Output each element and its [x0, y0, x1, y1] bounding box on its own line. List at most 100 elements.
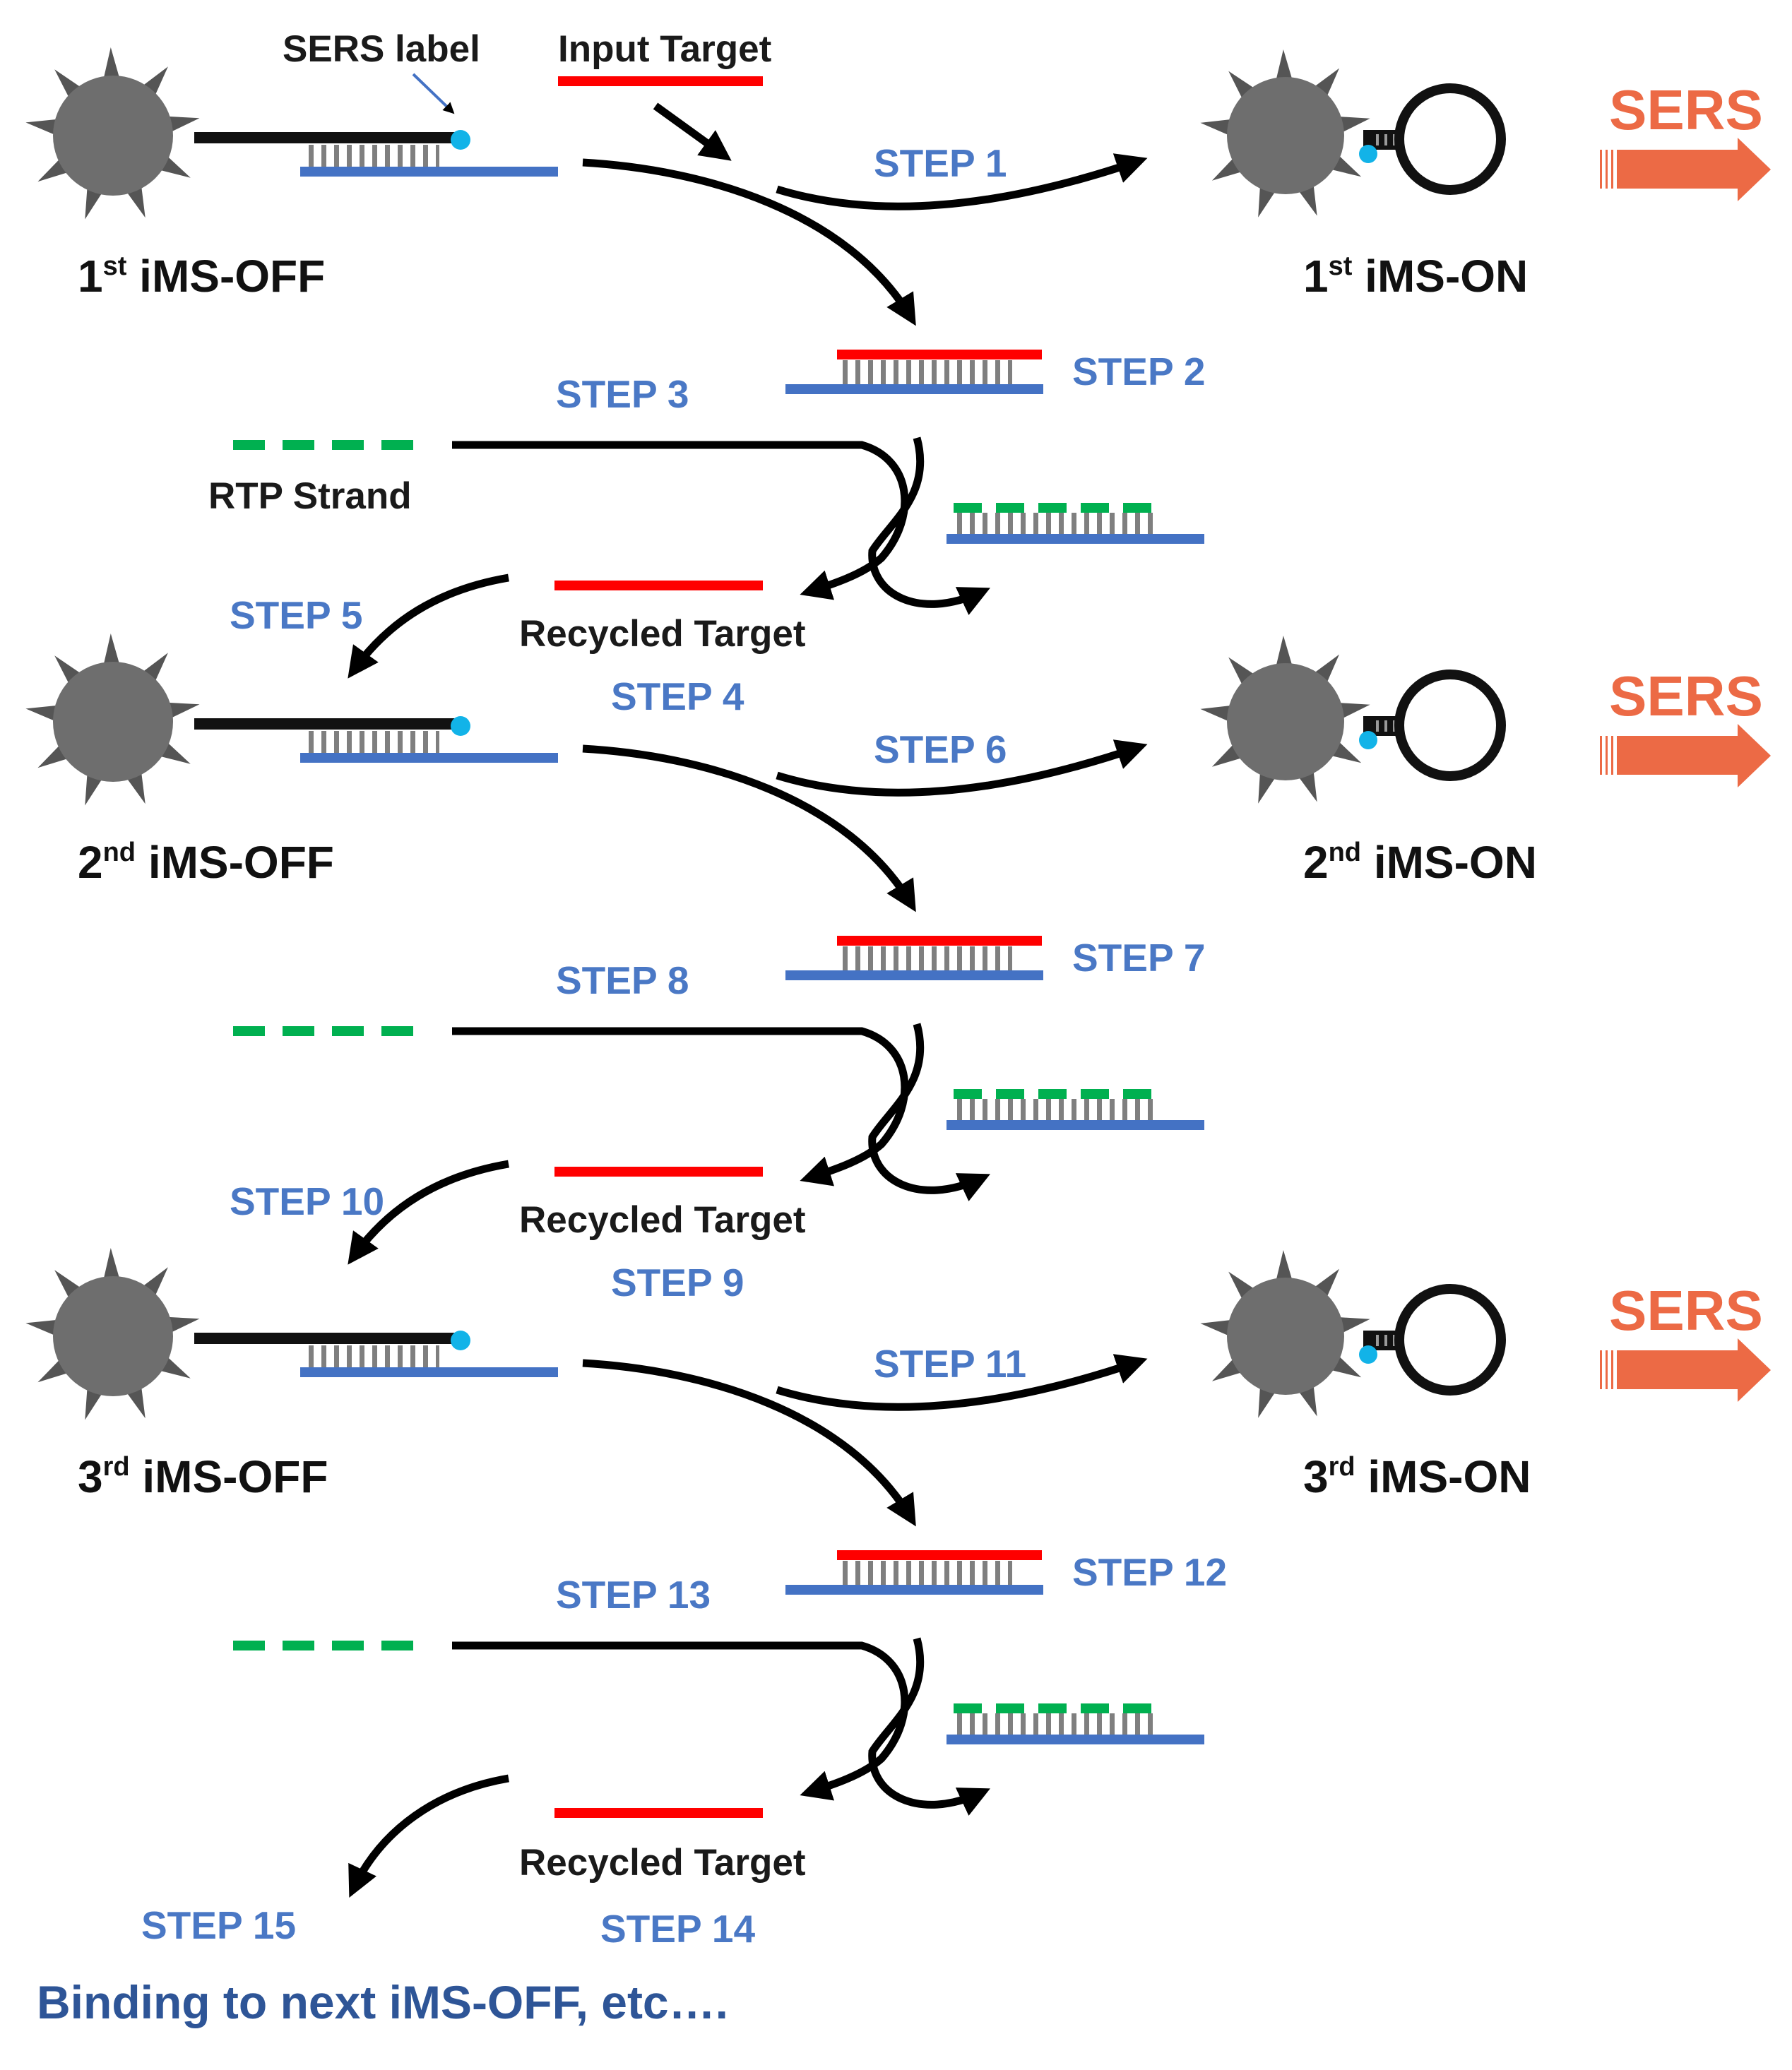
step-a-arrow-to-on — [776, 153, 1148, 210]
hairpin-stem-rungs — [1372, 720, 1396, 732]
nanoparticle-core — [53, 662, 173, 782]
step-a-label: STEP 6 — [874, 727, 1007, 771]
sers-arrow-icon — [1600, 724, 1771, 787]
sers-label-pointer — [412, 73, 455, 114]
ims-on-probe — [1200, 1250, 1506, 1418]
capture-strand — [785, 384, 1043, 394]
rtp-waste-duplex — [947, 503, 1204, 544]
step-a-arrow-to-duplex — [582, 744, 916, 912]
recycled-target-strand — [554, 1808, 763, 1818]
hairpin-stem-rungs — [1372, 1335, 1396, 1346]
step-c-arrow — [452, 1027, 909, 1186]
footer-caption: Binding to next iMS-OFF, etc…. — [37, 1976, 728, 2028]
hairpin-icon — [1394, 83, 1506, 195]
ims-off-ordinal: rd — [103, 1452, 130, 1482]
step-d-label: STEP 14 — [600, 1907, 756, 1951]
step-c-arrow — [452, 441, 909, 600]
ims-off-suffix: iMS-OFF — [136, 837, 334, 888]
step-c-arrow — [452, 1641, 909, 1801]
sers-output-label: SERS — [1609, 1279, 1763, 1342]
ims-off-title: 1st iMS-OFF — [78, 251, 325, 302]
ims-off-suffix: iMS-OFF — [126, 251, 325, 302]
recycled-target-caption: Recycled Target — [519, 1842, 806, 1884]
ims-on-suffix: iMS-ON — [1361, 837, 1537, 888]
capture-strand — [785, 970, 1043, 980]
ims-off-title: 3rd iMS-OFF — [78, 1451, 328, 1502]
input-target-caption: Input Target — [558, 28, 771, 70]
nanoparticle-core — [1227, 663, 1344, 780]
ims-off-capture-strand — [300, 167, 558, 177]
ims-on-ordinal: st — [1329, 251, 1353, 281]
step-e-arrow — [348, 1160, 509, 1265]
step-e-label: STEP 15 — [141, 1903, 296, 1947]
ims-on-title: 3rd iMS-ON — [1303, 1451, 1531, 1502]
sers-label-dot-icon — [1359, 145, 1377, 163]
ims-on-number: 2 — [1303, 837, 1329, 888]
ims-off-number: 2 — [78, 837, 103, 888]
ims-on-probe — [1200, 636, 1506, 804]
ims-on-suffix: iMS-ON — [1352, 251, 1528, 302]
sers-arrow-icon — [1600, 1338, 1771, 1402]
step-e-arrow — [348, 1774, 509, 1898]
sers-arrow-icon — [1600, 138, 1771, 201]
nanoparticle-core — [53, 1276, 173, 1396]
recycled-target-caption: Recycled Target — [519, 613, 806, 655]
input-target-strand — [558, 76, 763, 86]
sers-label-caption: SERS label — [283, 28, 480, 70]
step-d-label: STEP 9 — [611, 1261, 744, 1304]
target-duplex-rungs — [843, 946, 1012, 975]
hairpin-icon — [1394, 670, 1506, 781]
ims-on-probe — [1200, 49, 1506, 218]
sers-label-dot-icon — [1359, 1345, 1377, 1364]
step-b-label: STEP 2 — [1072, 350, 1206, 393]
sers-label-dot-icon — [451, 1331, 470, 1350]
step-a-arrow-to-duplex — [582, 1359, 916, 1527]
nanoparticle-core — [1227, 77, 1344, 194]
rtp-strand — [233, 1641, 413, 1650]
target-strand — [837, 1550, 1042, 1560]
step-a-arrow-to-on — [776, 739, 1148, 797]
step-c-release-arrow — [868, 436, 990, 615]
hairpin-stem-rungs — [1372, 134, 1396, 145]
ims-off-capture-strand — [300, 753, 558, 763]
target-duplex-rungs — [843, 360, 1012, 388]
step-e-label: STEP 5 — [230, 593, 363, 637]
ims-off-ordinal: st — [103, 251, 127, 281]
input-target-arrow — [653, 102, 732, 161]
sers-label-dot-icon — [451, 716, 470, 736]
recycled-target-strand — [554, 581, 763, 590]
ims-off-probe — [25, 47, 558, 220]
target-strand — [837, 350, 1042, 359]
rtp-strand — [233, 1026, 413, 1036]
sers-output-label: SERS — [1609, 78, 1763, 141]
recycled-target-strand — [554, 1167, 763, 1177]
recycled-target-caption: Recycled Target — [519, 1199, 806, 1241]
step-a-label: STEP 1 — [874, 141, 1007, 185]
ims-off-probe — [25, 1248, 558, 1420]
ims-off-suffix: iMS-OFF — [130, 1451, 328, 1502]
sers-label-dot-icon — [1359, 731, 1377, 749]
ims-off-number: 3 — [78, 1451, 103, 1502]
nanoparticle-core — [53, 76, 173, 196]
ims-off-title: 2nd iMS-OFF — [78, 837, 334, 888]
step-d-label: STEP 4 — [611, 674, 744, 718]
step-b-label: STEP 7 — [1072, 936, 1206, 980]
rtp-strand — [233, 440, 413, 450]
ims-off-probe — [25, 634, 558, 806]
ims-off-capture-strand — [300, 1367, 558, 1377]
ims-off-ordinal: nd — [103, 838, 136, 867]
hairpin-icon — [1394, 1284, 1506, 1396]
ims-on-ordinal: nd — [1329, 838, 1361, 867]
ims-off-probe-strand — [194, 1333, 466, 1344]
ims-off-probe-strand — [194, 718, 466, 730]
ims-on-title: 2nd iMS-ON — [1303, 837, 1537, 888]
cycle-group-2: 2nd iMS-OFF 2nd iMS-ON SERS STEP 6 — [25, 634, 1771, 1304]
step-a-label: STEP 11 — [874, 1342, 1026, 1386]
sers-output-label: SERS — [1609, 665, 1763, 727]
sers-label-dot-icon — [451, 130, 470, 150]
step-c-label: STEP 3 — [556, 372, 689, 416]
ims-on-suffix: iMS-ON — [1355, 1451, 1531, 1502]
ims-on-number: 3 — [1303, 1451, 1329, 1502]
